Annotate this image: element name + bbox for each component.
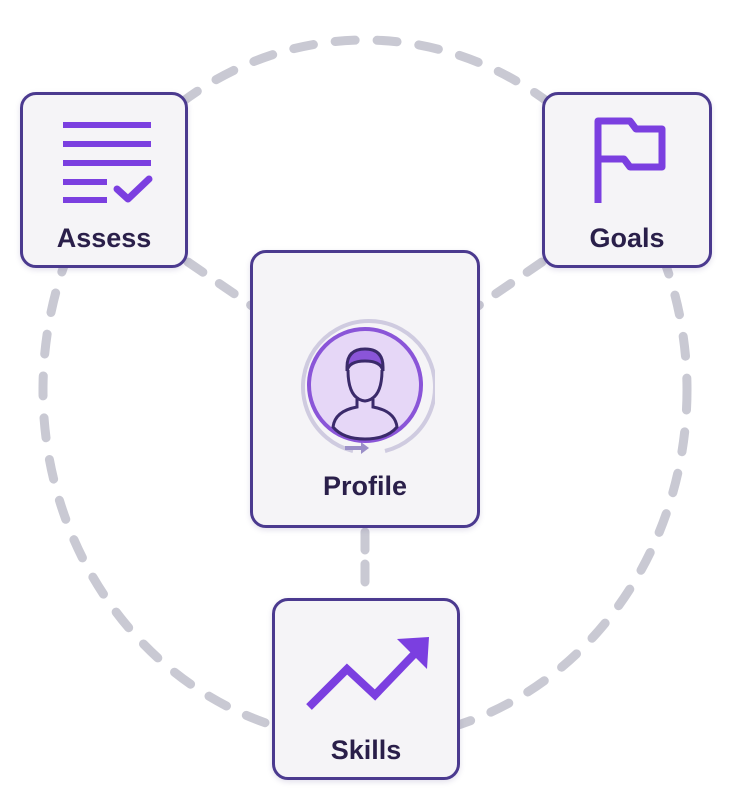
profile-label: Profile (322, 471, 408, 501)
user-avatar-icon (301, 319, 435, 454)
flag-icon (594, 117, 666, 203)
goals-label: Goals (589, 223, 665, 253)
profile-node[interactable]: Profile (250, 250, 480, 528)
checklist-icon (63, 122, 153, 203)
trend-up-arrow-icon (306, 637, 429, 710)
assess-node[interactable]: Assess (20, 92, 188, 268)
skills-node[interactable]: Skills (272, 598, 460, 780)
goals-node[interactable]: Goals (542, 92, 712, 268)
connector-assess-profile (183, 257, 257, 311)
assess-label: Assess (56, 223, 152, 253)
skills-label: Skills (330, 735, 402, 765)
connector-goals-profile (473, 257, 547, 311)
